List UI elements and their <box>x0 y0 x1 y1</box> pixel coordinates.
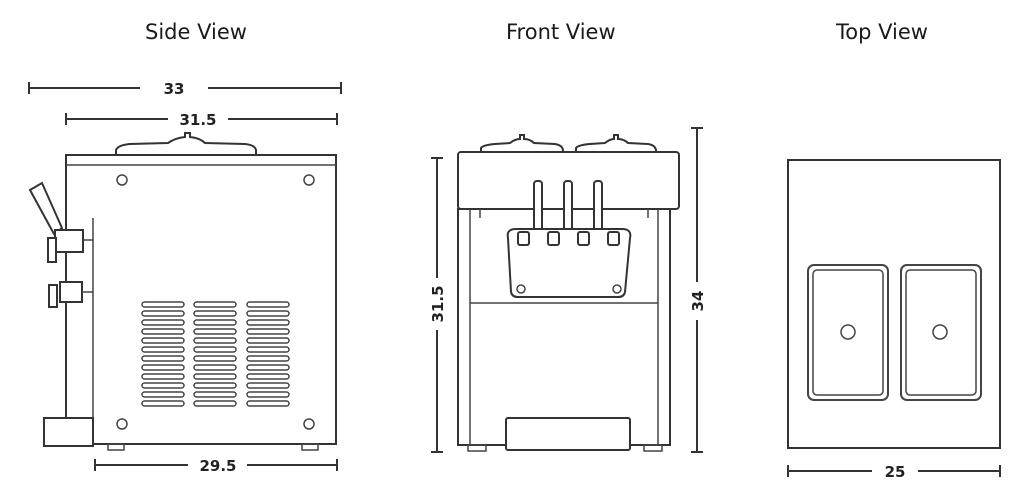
dim-side-base-width: 29.5 <box>94 457 338 475</box>
dim-top-width: 25 <box>787 463 1001 481</box>
side-view-title: Side View <box>145 20 247 44</box>
dim-label-31-5-front: 31.5 <box>429 285 447 322</box>
dim-side-body-width: 31.5 <box>65 111 338 129</box>
front-view-title: Front View <box>506 20 616 44</box>
dim-label-25: 25 <box>885 463 906 481</box>
top-view-drawing: 25 <box>787 159 1001 481</box>
dim-side-overall-width: 33 <box>28 80 342 98</box>
dim-label-29-5: 29.5 <box>199 457 236 475</box>
side-view-drawing: 33 31.5 <box>28 80 342 475</box>
front-view-drawing: 31.5 34 <box>429 127 707 453</box>
dim-front-overall-height: 34 <box>689 127 707 453</box>
top-view-title: Top View <box>836 20 928 44</box>
side-vents <box>141 301 290 407</box>
dim-front-body-height: 31.5 <box>429 157 447 453</box>
dim-label-34: 34 <box>689 291 707 312</box>
dim-label-33: 33 <box>164 80 185 98</box>
dim-label-31-5-side: 31.5 <box>179 111 216 129</box>
